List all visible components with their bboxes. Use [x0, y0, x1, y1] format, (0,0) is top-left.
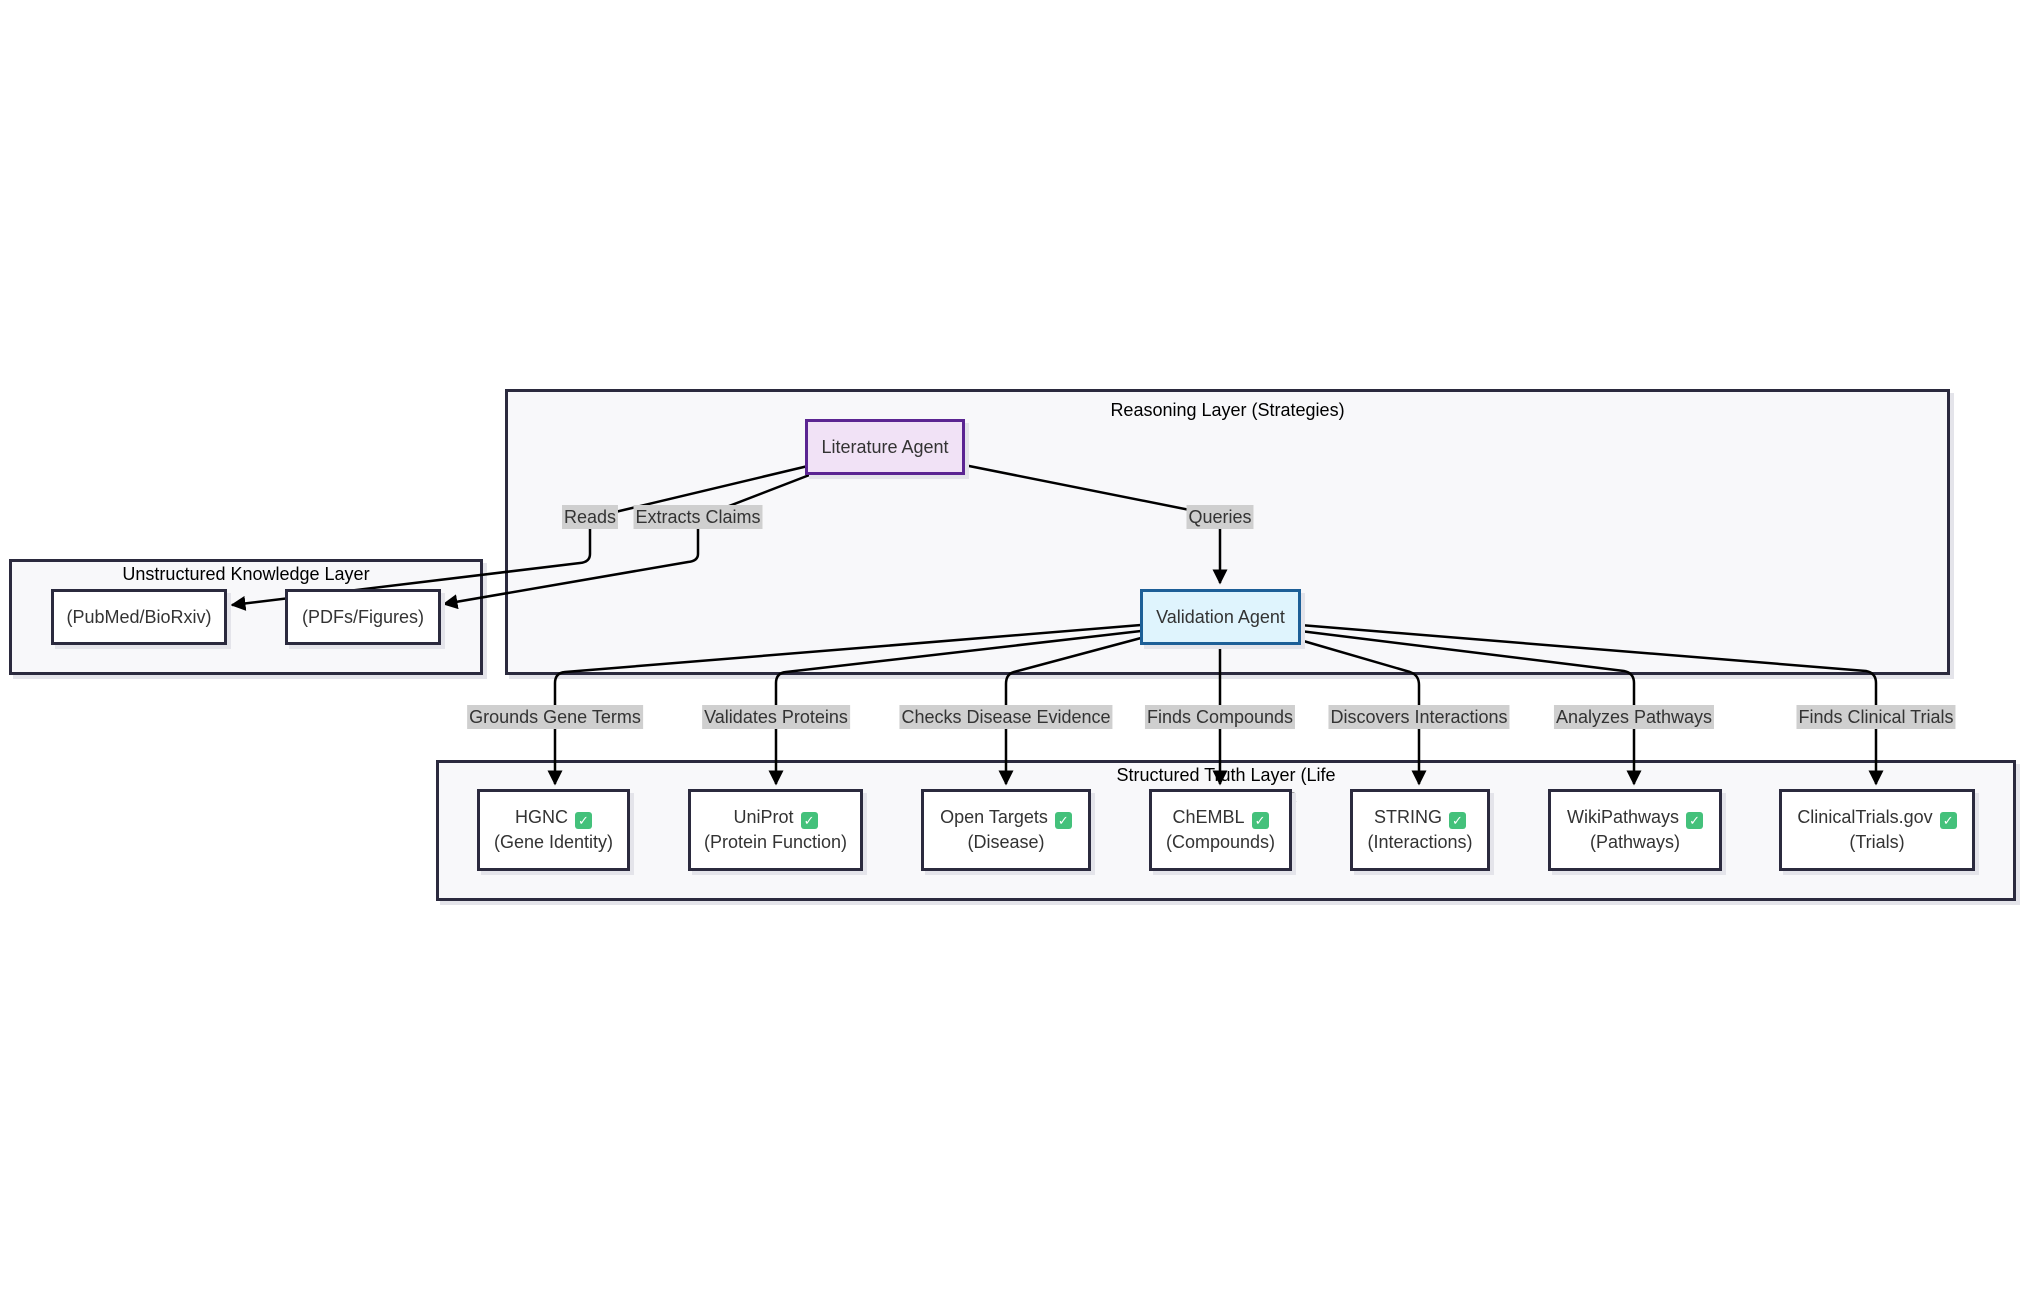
structured-layer-title-overflow: 2	[1289, 789, 1297, 805]
string-name: STRING	[1373, 807, 1442, 827]
hgnc-name: HGNC	[515, 807, 568, 827]
uniprot-detail: (Protein Function)	[703, 832, 848, 852]
pdfs-figures-label: (PDFs/Figures)	[301, 606, 424, 627]
open-targets-detail: (Disease)	[967, 832, 1045, 852]
checkmark-icon: ✓	[1686, 812, 1704, 829]
hgnc-node: HGNC ✓ (Gene Identity)	[477, 789, 630, 871]
clinicaltrials-node: ClinicalTrials.gov ✓ (Trials)	[1779, 789, 1975, 871]
edge-label-checks-disease-evidence: Checks Disease Evidence	[899, 705, 1113, 729]
edge-label-extracts-claims: Extracts Claims	[633, 505, 763, 529]
edge-label-queries: Queries	[1186, 505, 1254, 529]
pubmed-biorxiv-label: (PubMed/BioRxiv)	[66, 606, 212, 627]
checkmark-icon: ✓	[800, 812, 818, 829]
uniprot-name: UniProt	[733, 807, 794, 827]
validation-agent-label: Validation Agent	[1156, 606, 1285, 627]
wikipathways-detail: (Pathways)	[1589, 832, 1681, 852]
string-node: STRING ✓ (Interactions)	[1350, 789, 1490, 871]
edge-label-finds-clinical-trials: Finds Clinical Trials	[1796, 705, 1956, 729]
checkmark-icon: ✓	[1251, 812, 1269, 829]
open-targets-name: Open Targets	[940, 807, 1048, 827]
validation-agent-node: Validation Agent	[1140, 589, 1301, 645]
string-detail: (Interactions)	[1367, 832, 1473, 852]
edge-label-grounds-gene-terms: Grounds Gene Terms	[467, 705, 643, 729]
chembl-detail: (Compounds)	[1165, 832, 1276, 852]
edge-label-finds-compounds: Finds Compounds	[1144, 705, 1296, 729]
edge-label-analyzes-pathways: Analyzes Pathways	[1553, 705, 1715, 729]
open-targets-node: Open Targets ✓ (Disease)	[921, 789, 1091, 871]
checkmark-icon: ✓	[1054, 812, 1072, 829]
checkmark-icon: ✓	[575, 812, 592, 829]
edge-label-discovers-interactions: Discovers Interactions	[1328, 705, 1510, 729]
pubmed-biorxiv-node: (PubMed/BioRxiv)	[51, 589, 227, 645]
edge-label-reads: Reads	[561, 505, 619, 529]
edge-label-validates-proteins: Validates Proteins	[702, 705, 850, 729]
chembl-name: ChEMBL	[1172, 807, 1245, 827]
reasoning-layer-title: Reasoning Layer (Strategies)	[1110, 400, 1345, 420]
pdfs-figures-node: (PDFs/Figures)	[285, 589, 441, 645]
chembl-node: ChEMBL ✓ (Compounds)	[1149, 789, 1292, 871]
literature-agent-label: Literature Agent	[821, 436, 949, 457]
wikipathways-name: WikiPathways	[1566, 807, 1680, 827]
wikipathways-node: WikiPathways ✓ (Pathways)	[1548, 789, 1722, 871]
literature-agent-node: Literature Agent	[805, 419, 965, 475]
checkmark-icon: ✓	[1939, 812, 1957, 829]
hgnc-detail: (Gene Identity)	[493, 832, 614, 852]
structured-layer-title: Structured Truth Layer (Life	[1116, 765, 1336, 785]
clinicaltrials-name: ClinicalTrials.gov	[1797, 807, 1933, 827]
uniprot-node: UniProt ✓ (Protein Function)	[688, 789, 863, 871]
unstructured-layer-title: Unstructured Knowledge Layer	[122, 564, 370, 584]
checkmark-icon: ✓	[1449, 812, 1466, 829]
clinicaltrials-detail: (Trials)	[1849, 832, 1905, 852]
